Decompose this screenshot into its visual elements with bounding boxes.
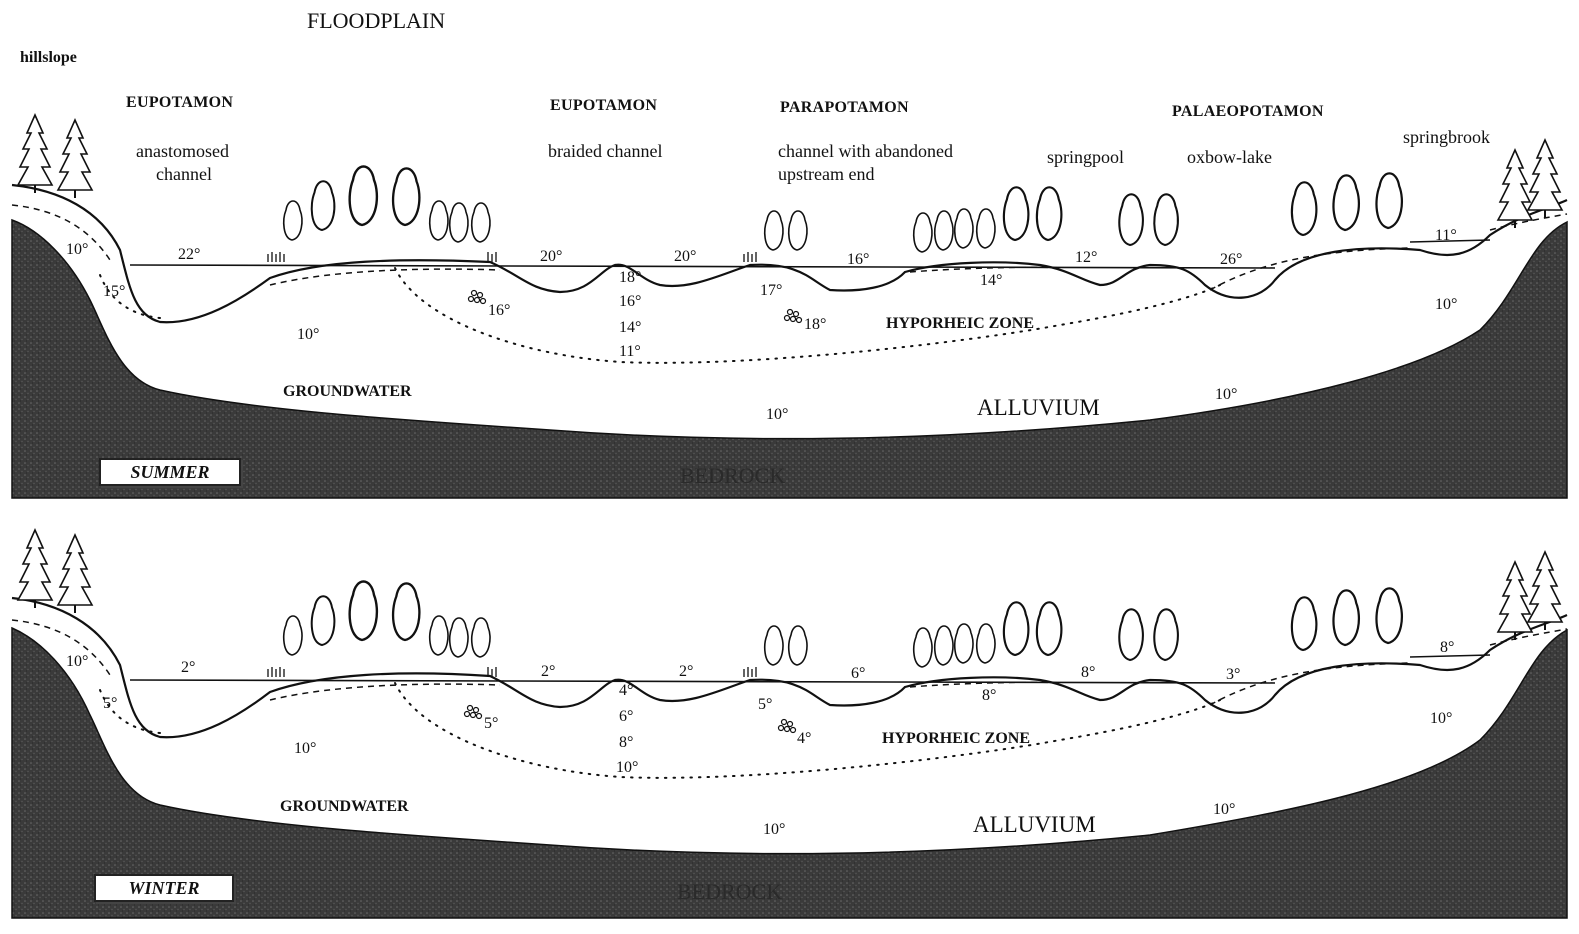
palaeopotamon-header: PALAEOPOTAMON <box>1172 104 1324 120</box>
eupotamon-header-1: EUPOTAMON <box>126 95 233 111</box>
summer-temp-oxbow: 26° <box>1220 252 1242 268</box>
summer-temp-right: 10° <box>1435 297 1457 313</box>
summer-temp-anast: 22° <box>178 247 200 263</box>
winter-temp-center: 10° <box>763 822 785 838</box>
summer-temp-mid: 16° <box>847 252 869 268</box>
diagram-title: FLOODPLAIN <box>307 10 445 32</box>
summer-alluvium-label: ALLUVIUM <box>977 396 1100 419</box>
summer-temp-hill: 10° <box>66 242 88 258</box>
winter-temp-profile-3: 8° <box>619 735 633 751</box>
winter-tree-group-3 <box>914 602 1062 667</box>
winter-groundwater-label: GROUNDWATER <box>280 799 409 815</box>
summer-temp-profile-2: 16° <box>619 294 641 310</box>
winter-tree-group-1 <box>284 582 490 658</box>
winter-temp-hill: 10° <box>66 654 88 670</box>
winter-temp-right: 10° <box>1430 711 1452 727</box>
summer-temp-brook: 11° <box>1435 228 1457 244</box>
winter-temp-brook: 8° <box>1440 640 1454 656</box>
winter-temp-braid-left: 2° <box>541 664 555 680</box>
anastomosed-label: anastomosed <box>136 142 229 160</box>
oxbow-lake-label: oxbow-lake <box>1187 148 1272 166</box>
summer-temp-para: 17° <box>760 283 782 299</box>
winter-tree-group-2 <box>765 626 807 665</box>
winter-temp-oxbow: 3° <box>1226 667 1240 683</box>
summer-tree-group-5 <box>1292 173 1402 235</box>
winter-temp-profile-4: 10° <box>616 760 638 776</box>
eupotamon-header-2: EUPOTAMON <box>550 98 657 114</box>
winter-panel <box>12 530 1567 918</box>
winter-alluvium-label: ALLUVIUM <box>973 813 1096 836</box>
summer-temp-alluvium-right: 10° <box>1215 387 1237 403</box>
winter-bedrock <box>12 628 1567 918</box>
winter-temp-para: 5° <box>758 697 772 713</box>
summer-temp-profile-4: 11° <box>619 344 641 360</box>
winter-temp-well1: 5° <box>484 716 498 732</box>
winter-temp-profile-1: 4° <box>619 683 633 699</box>
winter-temp-anast: 2° <box>181 660 195 676</box>
winter-tree-group-5 <box>1292 588 1402 650</box>
summer-temp-spring: 12° <box>1075 250 1097 266</box>
summer-season-badge: SUMMER <box>99 458 241 486</box>
winter-bedrock-label: BEDROCK <box>677 881 782 903</box>
summer-temp-braid-right: 20° <box>674 249 696 265</box>
summer-temp-profile-3: 14° <box>619 320 641 336</box>
springbrook-label: springbrook <box>1403 128 1490 146</box>
winter-temp-anast-in: 5° <box>103 696 117 712</box>
summer-hyporheic-label: HYPORHEIC ZONE <box>886 316 1034 332</box>
winter-temp-rise: 8° <box>982 688 996 704</box>
summer-groundwater-label: GROUNDWATER <box>283 384 412 400</box>
winter-hyporheic-label: HYPORHEIC ZONE <box>882 731 1030 747</box>
summer-temp-well1: 16° <box>488 303 510 319</box>
summer-temp-profile-1: 18° <box>619 270 641 286</box>
springpool-label: springpool <box>1047 148 1124 166</box>
summer-temp-rise: 14° <box>980 273 1002 289</box>
winter-temp-profile-2: 6° <box>619 709 633 725</box>
braided-channel-label: braided channel <box>548 142 662 160</box>
summer-temp-gw-left: 10° <box>297 327 319 343</box>
summer-temp-center: 10° <box>766 407 788 423</box>
hillslope-label: hillslope <box>20 50 77 66</box>
summer-temp-anast-in: 15° <box>103 284 125 300</box>
summer-temp-well2: 18° <box>804 317 826 333</box>
winter-temp-mid: 6° <box>851 666 865 682</box>
abandoned-channel-label-1: channel with abandoned <box>778 142 953 160</box>
winter-temp-braid-right: 2° <box>679 664 693 680</box>
winter-tree-group-4 <box>1119 609 1178 660</box>
winter-temp-well2: 4° <box>797 731 811 747</box>
summer-bedrock-label: BEDROCK <box>680 465 785 487</box>
winter-temp-spring: 8° <box>1081 665 1095 681</box>
winter-temp-alluvium-right: 10° <box>1213 802 1235 818</box>
winter-season-badge: WINTER <box>94 874 234 902</box>
parapotamon-header: PARAPOTAMON <box>780 100 909 116</box>
abandoned-channel-label-2: upstream end <box>778 165 874 183</box>
winter-temp-gw-left: 10° <box>294 741 316 757</box>
summer-temp-braid-left: 20° <box>540 249 562 265</box>
channel-label: channel <box>156 165 212 183</box>
